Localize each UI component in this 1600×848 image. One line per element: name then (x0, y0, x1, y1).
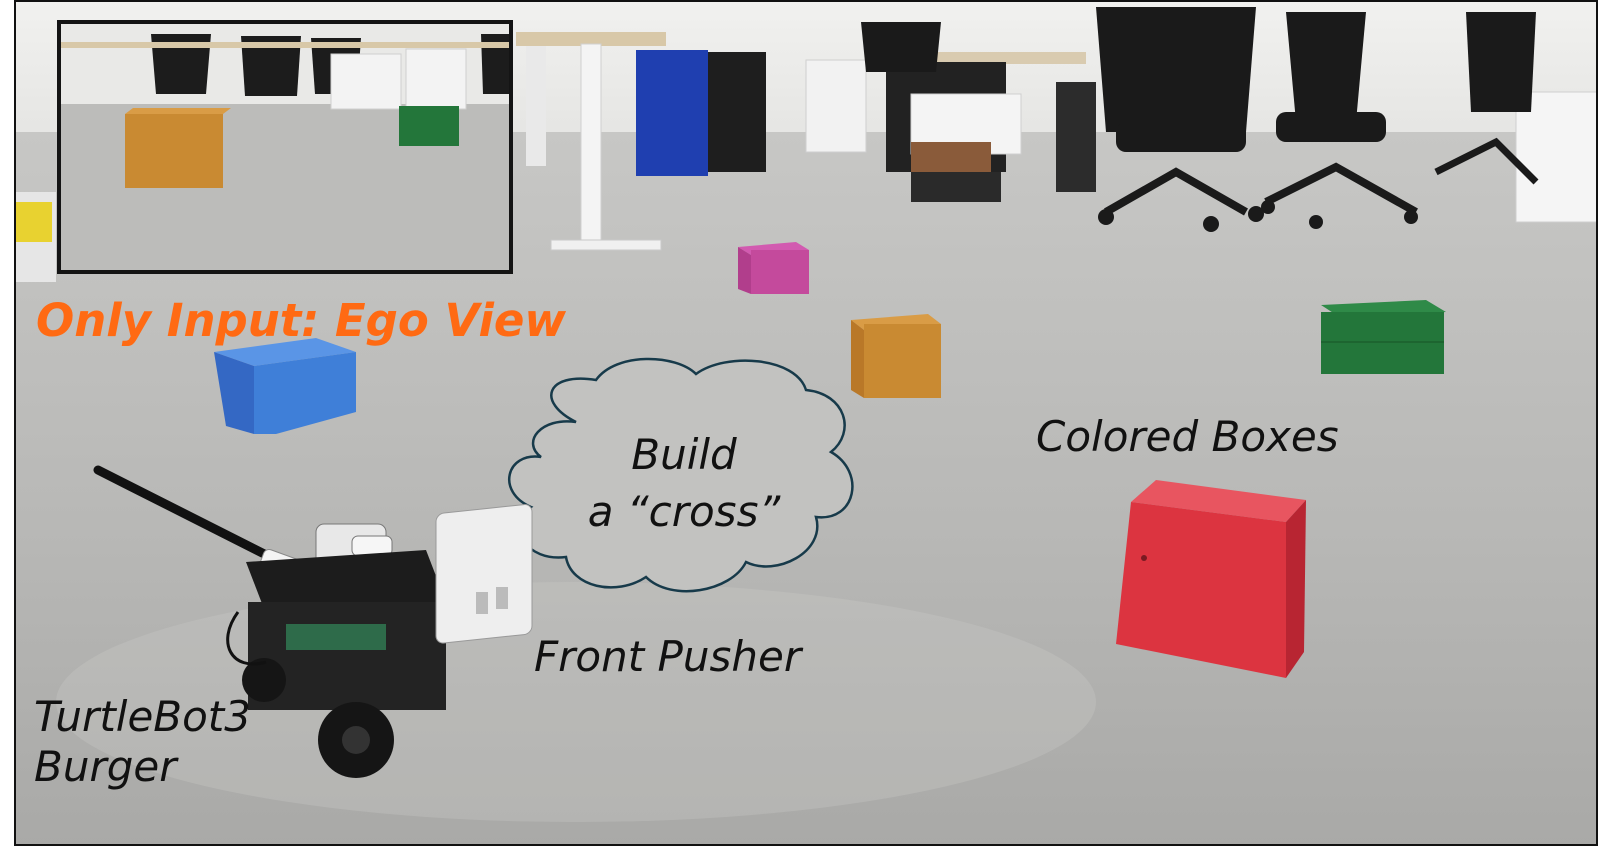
thought-line-1: Build (631, 430, 737, 479)
ego-view-inset (57, 20, 513, 274)
office-chairs (861, 7, 1539, 232)
red-box (1116, 480, 1306, 678)
blue-box (214, 338, 356, 434)
ego-green-box (399, 106, 459, 146)
photo-frame: Only Input: Ego View Build a “cross” Col… (14, 0, 1598, 846)
magenta-box (738, 242, 809, 294)
headline: Only Input: Ego View (36, 294, 567, 347)
label-robot: TurtleBot3 Burger (34, 692, 251, 791)
thought-line-2: a “cross” (587, 487, 781, 536)
orange-box (851, 314, 941, 398)
ego-orange-box (125, 108, 231, 188)
label-robot-line-2: Burger (34, 741, 177, 791)
blue-bin (636, 50, 708, 176)
label-colored-boxes: Colored Boxes (1036, 412, 1339, 461)
thought-text: Build a “cross” (564, 426, 804, 540)
background-furniture (16, 32, 1596, 282)
robot-icon (93, 465, 533, 778)
label-robot-line-1: TurtleBot3 (34, 692, 251, 741)
label-front-pusher: Front Pusher (534, 632, 802, 681)
green-box (1321, 300, 1446, 374)
